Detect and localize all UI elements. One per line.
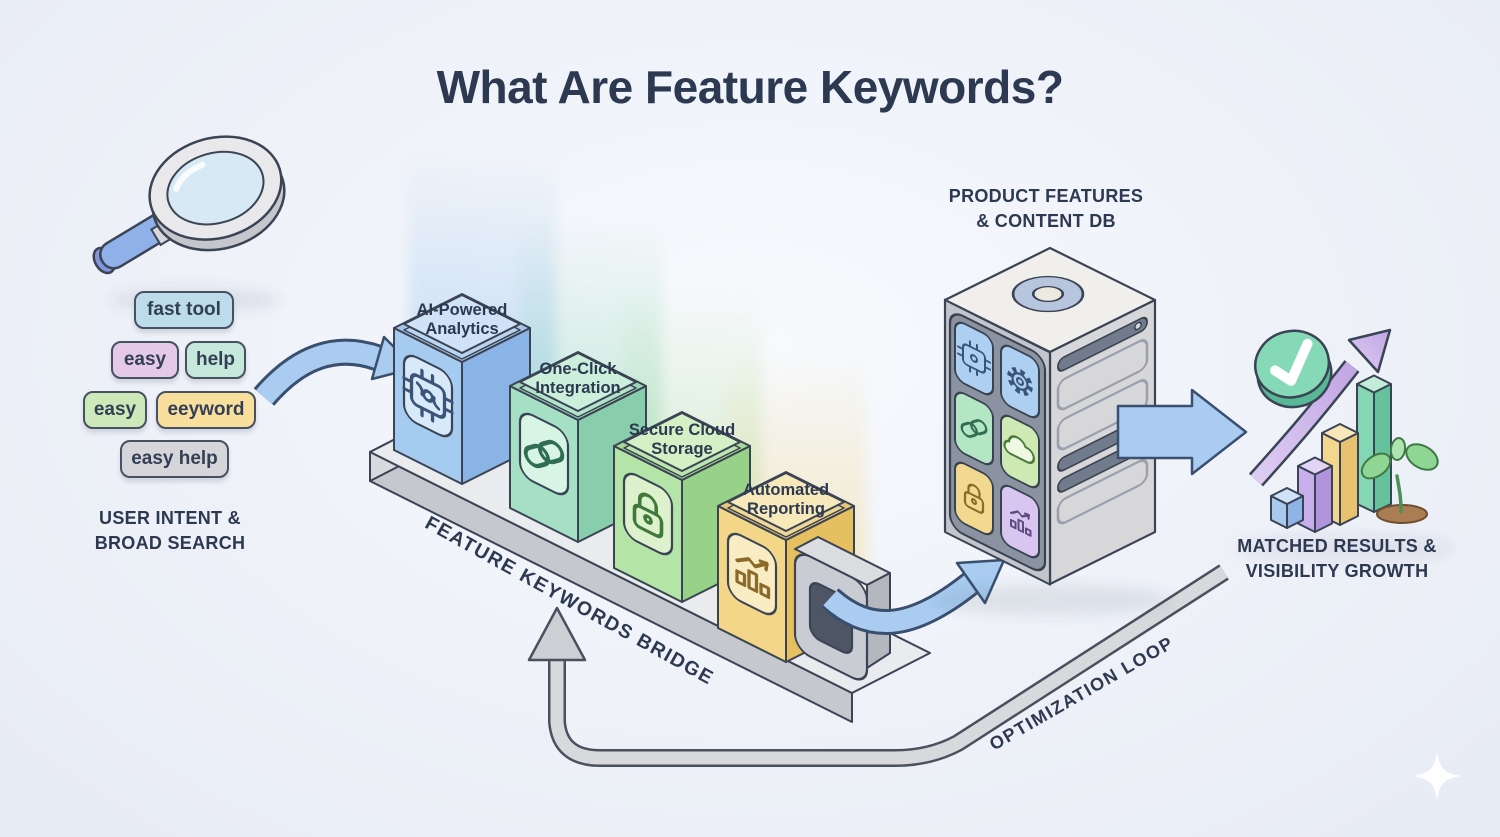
matched-results — [1237, 328, 1453, 561]
page-title: What Are Feature Keywords? — [436, 61, 1064, 113]
link-icon — [523, 439, 565, 469]
arrow-search-to-bridge — [253, 335, 417, 406]
lock-icon — [963, 483, 985, 514]
keyword-tag: help — [185, 341, 246, 379]
lock-icon — [632, 492, 664, 539]
keyword-tag: easy help — [120, 440, 229, 478]
server-front-panel — [943, 298, 1052, 586]
content-db-caption: PRODUCT FEATURES & CONTENT DB — [936, 184, 1156, 234]
feature-block-storage — [613, 411, 751, 603]
bar-blue — [1270, 487, 1304, 529]
keyword-tag: eeyword — [156, 391, 256, 429]
bar-chart-icon — [735, 557, 771, 600]
keyword-tag: easy — [111, 341, 179, 379]
checkmark-icon — [1254, 329, 1333, 409]
caption-line: MATCHED RESULTS & — [1237, 536, 1437, 556]
chart-icon — [1010, 510, 1032, 537]
block-title-storage: Secure Cloud Storage — [628, 421, 736, 459]
gear-icon — [1007, 367, 1033, 396]
block-title-reporting: Automated Reporting — [742, 481, 830, 519]
matched-results-caption: MATCHED RESULTS & VISIBILITY GROWTH — [1226, 534, 1448, 584]
caption-line: BROAD SEARCH — [94, 533, 246, 554]
caption-line: PRODUCT FEATURES — [948, 186, 1144, 206]
block-title-analytics: AI-Powered Analytics — [416, 301, 508, 339]
product-db-server — [934, 246, 1170, 616]
magnifying-glass-icon — [92, 135, 286, 313]
growth-arrow-icon — [1248, 328, 1392, 487]
optimization-loop-path — [527, 564, 1229, 767]
plant-icon — [1360, 437, 1439, 524]
loop-arrowhead — [527, 606, 587, 662]
link-icon — [960, 419, 988, 438]
bar-teal — [1356, 374, 1392, 513]
user-intent-caption: USER INTENT & BROAD SEARCH — [60, 506, 280, 556]
caption-line: & CONTENT DB — [976, 211, 1116, 232]
caption-line: VISIBILITY GROWTH — [1245, 561, 1429, 582]
keyword-tag: easy — [83, 391, 147, 429]
keyword-tag: fast tool — [134, 291, 234, 329]
sparkle-icon — [1413, 752, 1461, 800]
block-title-integration: One-Click Integration — [535, 360, 621, 398]
arrow-db-to-results — [1116, 388, 1248, 476]
growth-bars — [1270, 374, 1392, 533]
caption-line: USER INTENT & — [99, 508, 241, 528]
ai-chip-icon — [402, 368, 454, 423]
cloud-icon — [1003, 435, 1035, 465]
ai-chip-icon — [957, 340, 991, 377]
feature-block-integration — [509, 351, 647, 543]
